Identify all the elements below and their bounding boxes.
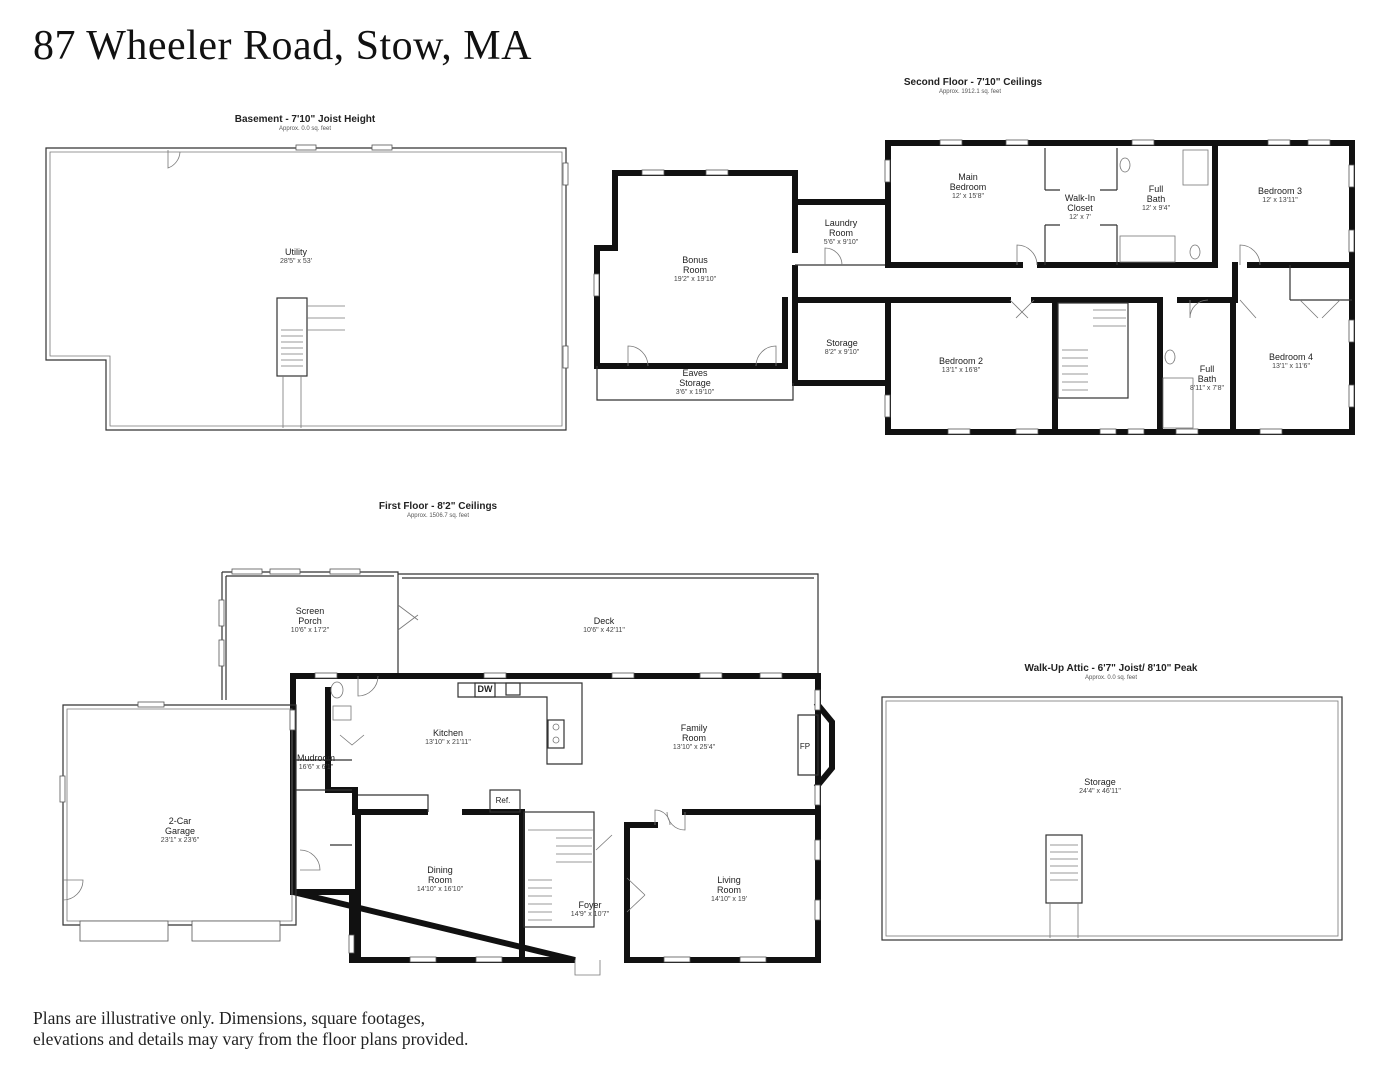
page-title: 87 Wheeler Road, Stow, MA <box>33 23 532 69</box>
second-floor-plan: Second Floor - 7'10" Ceilings Approx. 19… <box>593 77 1355 435</box>
disclaimer: Plans are illustrative only. Dimensions,… <box>33 1008 468 1050</box>
main-bedroom-name2: Bedroom <box>950 182 987 192</box>
first-floor-header: First Floor - 8'2" Ceilings <box>379 501 498 512</box>
living-room-dims: 14'10" x 19' <box>711 896 747 903</box>
living-room-name: Living <box>717 875 741 885</box>
full-bath-1-name: Full <box>1149 184 1164 194</box>
second-floor-header: Second Floor - 7'10" Ceilings <box>904 77 1043 88</box>
bonus-room-dims: 19'2" x 19'10" <box>674 276 717 283</box>
dining-room-name: Dining <box>427 865 453 875</box>
basement-area: Approx. 0.0 sq. feet <box>279 126 331 132</box>
attic-plan: Walk-Up Attic - 6'7" Joist/ 8'10" Peak A… <box>881 663 1343 941</box>
storage-dims: 8'2" x 9'10" <box>825 349 860 356</box>
laundry-room-dims: 5'6" x 9'10" <box>824 239 859 246</box>
dishwasher-label: DW <box>478 684 493 694</box>
bedroom-4-name: Bedroom 4 <box>1269 352 1313 362</box>
second-floor-area: Approx. 1912.1 sq. feet <box>939 89 1001 95</box>
refrigerator-label: Ref. <box>496 796 511 805</box>
mudroom-name: Mudroom <box>297 753 335 763</box>
bonus-room-name: Bonus <box>682 255 708 265</box>
eaves-storage-dims: 3'6" x 19'10" <box>676 389 715 396</box>
eaves-storage-name2: Storage <box>679 378 711 388</box>
garage-name2: Garage <box>165 826 195 836</box>
bedroom-3-name: Bedroom 3 <box>1258 186 1302 196</box>
walk-in-closet-dims: 12' x 7' <box>1069 214 1091 221</box>
disclaimer-line-1: Plans are illustrative only. Dimensions,… <box>33 1008 426 1028</box>
bedroom-4-dims: 13'1" x 11'6" <box>1272 363 1310 370</box>
storage-name: Storage <box>826 338 858 348</box>
walk-in-closet-name2: Closet <box>1067 203 1093 213</box>
family-room-name: Family <box>681 723 708 733</box>
full-bath-2-dims: 8'11" x 7'8" <box>1190 385 1224 392</box>
full-bath-1-dims: 12' x 9'4" <box>1142 205 1171 212</box>
screen-porch-name2: Porch <box>298 616 322 626</box>
kitchen-dims: 13'10" x 21'11" <box>425 739 471 746</box>
attic-area: Approx. 0.0 sq. feet <box>1085 675 1137 681</box>
family-room-name2: Room <box>682 733 706 743</box>
main-bedroom-dims: 12' x 15'8" <box>952 193 985 200</box>
dining-room-dims: 14'10" x 16'10" <box>417 886 464 893</box>
deck-dims: 10'6" x 42'11" <box>583 627 625 634</box>
full-bath-2-name: Full <box>1200 364 1215 374</box>
garage-name: 2-Car <box>169 816 192 826</box>
main-bedroom-name: Main <box>958 172 978 182</box>
basement-plan: Basement - 7'10" Joist Height Approx. 0.… <box>45 114 569 431</box>
first-floor-area: Approx. 1506.7 sq. feet <box>407 513 469 519</box>
foyer-name: Foyer <box>578 900 601 910</box>
attic-header: Walk-Up Attic - 6'7" Joist/ 8'10" Peak <box>1025 663 1198 674</box>
deck-name: Deck <box>594 616 615 626</box>
full-bath-2-name2: Bath <box>1198 374 1217 384</box>
screen-porch-dims: 10'6" x 17'2" <box>291 627 330 634</box>
kitchen-name: Kitchen <box>433 728 463 738</box>
disclaimer-line-2: elevations and details may vary from the… <box>33 1029 469 1049</box>
bedroom-2-name: Bedroom 2 <box>939 356 983 366</box>
laundry-room-name2: Room <box>829 228 853 238</box>
attic-storage-dims: 24'4" x 46'11" <box>1079 788 1121 795</box>
first-floor-plan: First Floor - 8'2" Ceilings Approx. 1506… <box>59 501 835 976</box>
dining-room-name2: Room <box>428 875 452 885</box>
fireplace-label: FP <box>800 742 810 751</box>
foyer-dims: 14'9" x 10'7" <box>571 911 610 918</box>
garage-dims: 23'1" x 23'6" <box>161 837 200 844</box>
laundry-room-name: Laundry <box>825 218 858 228</box>
family-room-dims: 13'10" x 25'4" <box>673 744 716 751</box>
full-bath-1-name2: Bath <box>1147 194 1166 204</box>
bonus-room-name2: Room <box>683 265 707 275</box>
basement-utility-dims: 28'5" x 53' <box>280 258 312 265</box>
screen-porch-name: Screen <box>296 606 325 616</box>
bedroom-3-dims: 12' x 13'11" <box>1262 197 1298 204</box>
basement-header: Basement - 7'10" Joist Height <box>235 114 376 125</box>
basement-utility-name: Utility <box>285 247 307 257</box>
walk-in-closet-name: Walk-In <box>1065 193 1095 203</box>
bedroom-2-dims: 13'1" x 16'8" <box>942 367 981 374</box>
attic-storage-name: Storage <box>1084 777 1116 787</box>
living-room-name2: Room <box>717 885 741 895</box>
eaves-storage-name: Eaves <box>682 368 708 378</box>
mudroom-dims: 16'6" x 6'1" <box>299 764 334 771</box>
